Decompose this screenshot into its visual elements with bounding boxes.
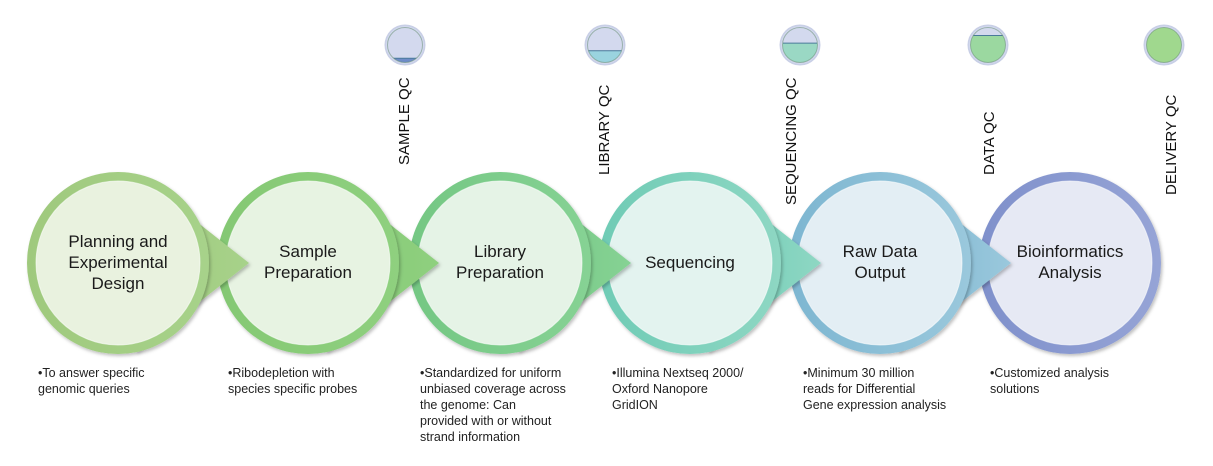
- qc-bulb-icon: [1143, 24, 1185, 66]
- step-description-line: the genome: Can: [420, 398, 516, 412]
- step-description-line: •Ribodepletion with: [228, 366, 335, 380]
- step-description: •Standardized for uniform unbiased covera…: [420, 365, 566, 445]
- qc-bulb-icon: [967, 24, 1009, 66]
- step-description-line: Oxford Nanopore: [612, 382, 708, 396]
- qc-fill-level: [782, 43, 818, 63]
- qc-label: LIBRARY QC: [596, 84, 613, 175]
- step-title-line: Output: [854, 263, 906, 282]
- step-node: [599, 172, 821, 354]
- step-description-line: genomic queries: [38, 382, 130, 396]
- step-description-line: •To answer specific: [38, 366, 145, 380]
- step-node: [409, 172, 631, 354]
- step-description-line: reads for Differential: [803, 382, 916, 396]
- step-description-line: Gene expression analysis: [803, 398, 947, 412]
- qc-fill-level: [1146, 27, 1182, 63]
- qc-fill-level: [387, 58, 423, 63]
- step-description-line: •Illumina Nextseq 2000/: [612, 366, 744, 380]
- step-description: •Ribodepletion with species specific prob…: [228, 365, 357, 397]
- step-node: [979, 172, 1161, 354]
- step-description: •Customized analysis solutions: [990, 365, 1109, 397]
- step-title-line: Sample: [279, 242, 337, 261]
- step-node: [217, 172, 439, 354]
- step-description-line: unbiased coverage across: [420, 382, 566, 396]
- qc-bulb-icon: [384, 24, 426, 66]
- step-title-line: Sequencing: [645, 252, 735, 272]
- step-title-line: Library: [474, 242, 526, 261]
- step-circle: [35, 180, 201, 346]
- step-description-line: •Standardized for uniform: [420, 366, 562, 380]
- step-title-line: Experimental: [68, 252, 168, 272]
- step-description-line: provided with or without: [420, 414, 552, 428]
- step-description-line: strand information: [420, 430, 521, 444]
- step-description: •Minimum 30 million reads for Differentia…: [803, 365, 946, 413]
- qc-label: DATA QC: [981, 111, 998, 175]
- step-title-line: Bioinformatics: [1016, 242, 1124, 261]
- step-node: [27, 172, 249, 354]
- step-title-line: Planning and: [68, 231, 168, 251]
- qc-fill-level: [970, 35, 1006, 63]
- step-description: •To answer specific genomic queries: [38, 365, 145, 397]
- step-title-line: Preparation: [264, 263, 352, 282]
- step-description-line: GridION: [612, 398, 658, 412]
- step-description-line: •Customized analysis: [990, 366, 1110, 380]
- step-node: [789, 172, 1011, 354]
- step-title: Sequencing: [615, 252, 765, 273]
- step-description-line: species specific probes: [228, 382, 358, 396]
- step-description-line: solutions: [990, 382, 1040, 396]
- step-title-line: Analysis: [1038, 263, 1102, 282]
- step-description-line: •Minimum 30 million: [803, 366, 915, 380]
- step-title-line: Design: [91, 273, 145, 293]
- qc-label: SEQUENCING QC: [783, 77, 800, 205]
- qc-bulb-icon: [584, 24, 626, 66]
- qc-label: DELIVERY QC: [1163, 94, 1180, 195]
- qc-label: SAMPLE QC: [396, 77, 413, 165]
- step-title-line: Preparation: [456, 263, 544, 282]
- qc-bulb-icon: [779, 24, 821, 66]
- qc-fill-level: [587, 50, 623, 63]
- step-title-line: Raw Data: [842, 242, 918, 261]
